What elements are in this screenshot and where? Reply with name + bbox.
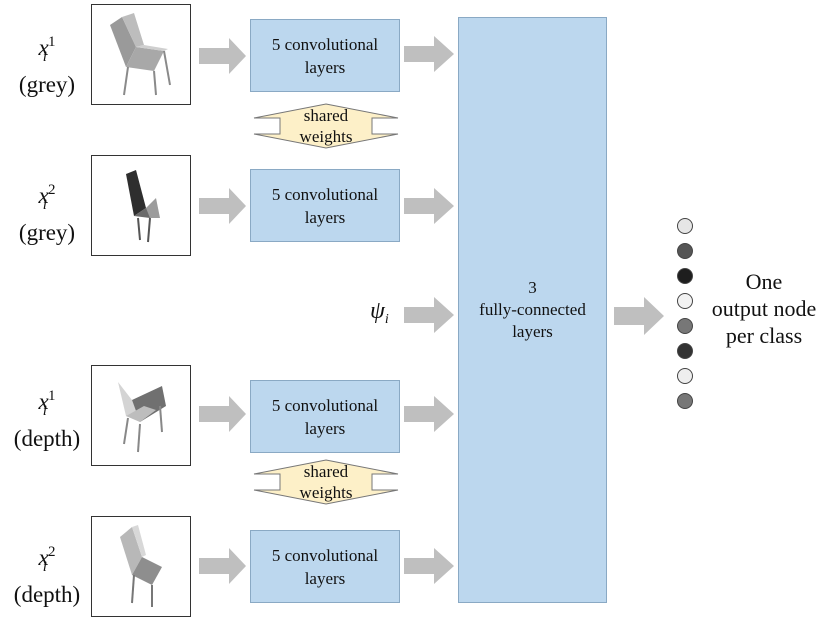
chair-image-grey-2 [91, 155, 191, 256]
psi-symbol: ψ [370, 298, 385, 324]
psi-sub: i [384, 312, 389, 327]
conv-block-depth-1: 5 convolutional layers [250, 380, 400, 453]
output-label: One output node per class [694, 268, 831, 349]
input-sup: 1 [47, 388, 56, 404]
shared-line1: shared [303, 462, 349, 481]
chair-image-depth-1 [91, 365, 191, 466]
conv-block-grey-2: 5 convolutional layers [250, 169, 400, 242]
fc-line1: 3 [528, 278, 537, 297]
conv-line1: 5 convolutional [271, 395, 379, 415]
arrow-image-to-conv-3 [199, 396, 246, 432]
output-line2: output node [711, 296, 817, 321]
input-var: x [38, 35, 49, 60]
output-nodes [677, 218, 695, 409]
output-line3: per class [725, 323, 803, 348]
input-kind: (grey) [18, 72, 76, 97]
arrow-fc-to-output [614, 297, 664, 335]
conv-line1: 5 convolutional [271, 545, 379, 565]
fc-line2: fully-connected [479, 300, 586, 319]
input-sup: 1 [47, 34, 56, 50]
arrow-conv-to-fc-2 [404, 188, 454, 224]
output-node [677, 368, 693, 384]
shared-weights-label-2: shared weights [276, 460, 376, 504]
input-sub: i [42, 559, 47, 575]
input-var: x [38, 545, 49, 570]
output-node [677, 243, 693, 259]
output-node [677, 218, 693, 234]
output-node [677, 343, 693, 359]
input-sub: i [42, 403, 47, 419]
output-node [677, 393, 693, 409]
input-label-grey-2: xi2 (grey) [2, 176, 92, 247]
input-label-depth-1: xi1 (depth) [2, 382, 92, 453]
arrow-conv-to-fc-1 [404, 36, 454, 72]
conv-block-grey-1: 5 convolutional layers [250, 19, 400, 92]
arrow-image-to-conv-1 [199, 38, 246, 74]
fully-connected-block: 3 fully-connected layers [458, 17, 607, 603]
chair-image-grey-1 [91, 4, 191, 105]
output-node [677, 318, 693, 334]
arrow-conv-to-fc-3 [404, 396, 454, 432]
conv-line2: layers [304, 568, 346, 588]
input-sup: 2 [47, 182, 56, 198]
conv-line2: layers [304, 418, 346, 438]
conv-block-depth-2: 5 convolutional layers [250, 530, 400, 603]
output-line1: One [745, 269, 783, 294]
output-node [677, 268, 693, 284]
shared-line1: shared [303, 106, 349, 125]
shared-weights-shape-2 [253, 459, 399, 505]
conv-line2: layers [304, 207, 346, 227]
psi-label: ψi [370, 298, 389, 328]
shared-line2: weights [299, 483, 353, 502]
input-sub: i [42, 49, 47, 65]
arrow-image-to-conv-2 [199, 188, 246, 224]
conv-line2: layers [304, 57, 346, 77]
output-node [677, 293, 693, 309]
conv-line1: 5 convolutional [271, 34, 379, 54]
input-var: x [38, 389, 49, 414]
input-label-grey-1: xi1 (grey) [2, 28, 92, 99]
input-label-depth-2: xi2 (depth) [2, 538, 92, 609]
chair-image-depth-2 [91, 516, 191, 617]
input-sub: i [42, 197, 47, 213]
fc-line3: layers [512, 322, 553, 341]
shared-weights-label-1: shared weights [276, 104, 376, 148]
input-kind: (depth) [13, 582, 81, 607]
arrow-psi-to-fc [404, 297, 454, 333]
input-kind: (depth) [13, 426, 81, 451]
conv-line1: 5 convolutional [271, 184, 379, 204]
arrow-image-to-conv-4 [199, 548, 246, 584]
input-sup: 2 [47, 544, 56, 560]
input-var: x [38, 183, 49, 208]
input-kind: (grey) [18, 220, 76, 245]
shared-weights-shape-1 [253, 103, 399, 149]
arrow-conv-to-fc-4 [404, 548, 454, 584]
shared-line2: weights [299, 127, 353, 146]
